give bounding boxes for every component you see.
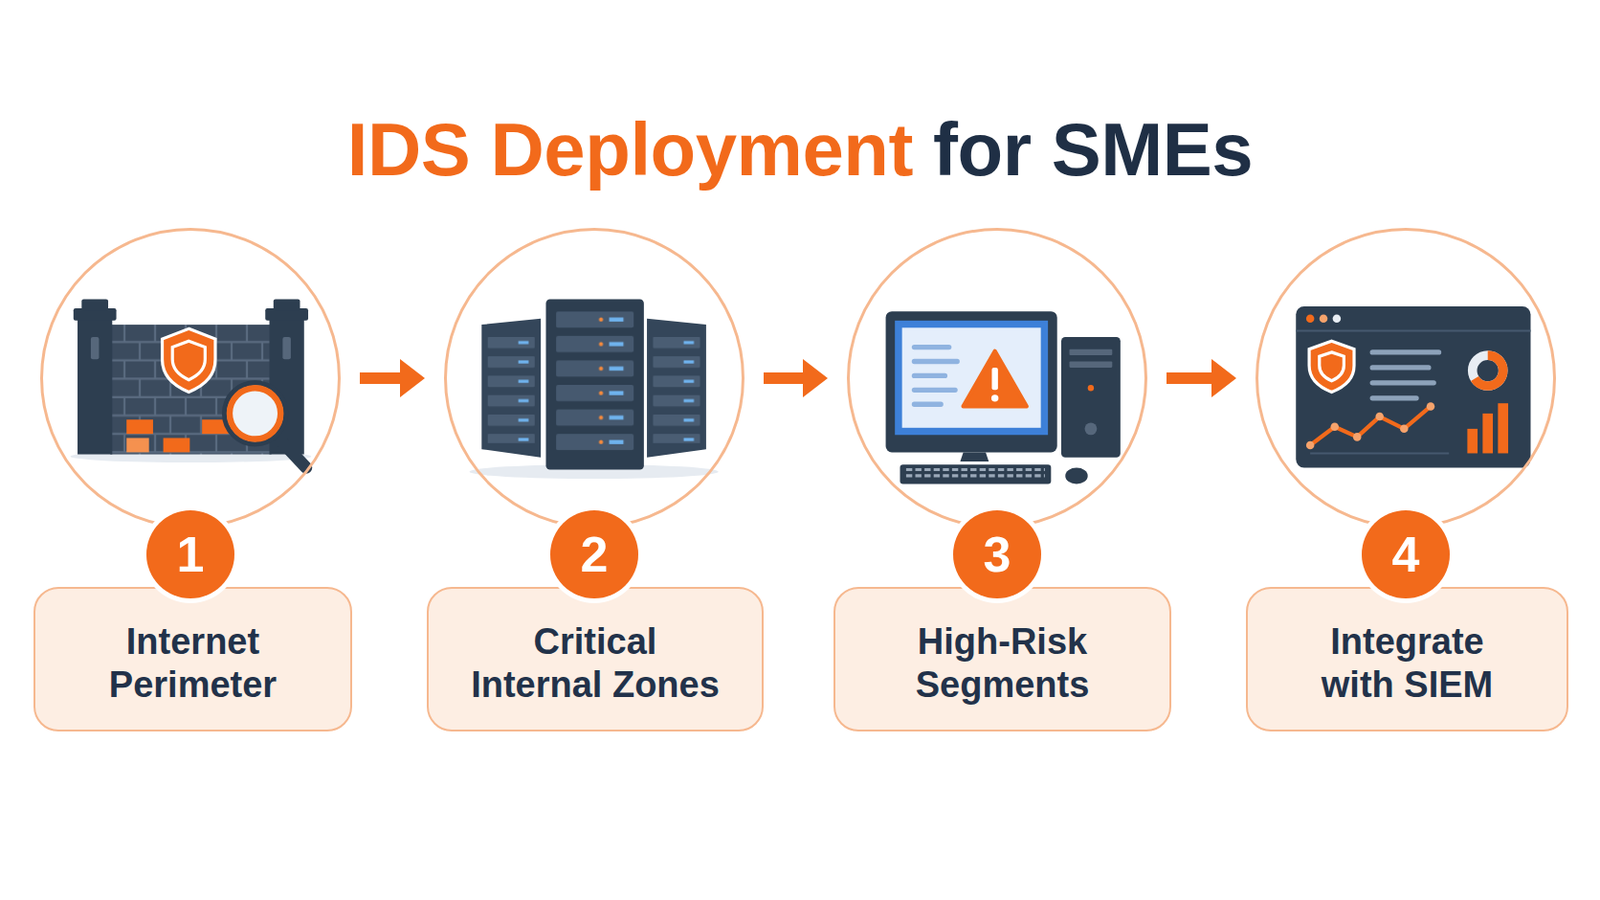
dashboard-icon	[1295, 306, 1531, 467]
text-lines	[913, 347, 957, 405]
orange-brick	[126, 437, 149, 452]
screen	[894, 320, 1048, 435]
arrow-head	[400, 358, 425, 398]
server-rack	[481, 318, 541, 458]
tower-top	[81, 298, 109, 311]
firewall-icon	[70, 298, 312, 467]
window-dot	[1306, 313, 1315, 323]
wall-tower	[77, 318, 112, 455]
monitor-stand	[959, 451, 989, 462]
step-circle: 1	[40, 227, 341, 529]
bar	[1466, 428, 1478, 454]
server-slots	[488, 336, 535, 444]
step-number: 2	[550, 510, 639, 599]
window-divider	[1295, 329, 1531, 332]
step-box: Integrate with SIEM	[1245, 586, 1569, 732]
server-rack	[545, 298, 644, 469]
magnifier-lens	[224, 382, 287, 445]
window-dot	[1319, 313, 1329, 323]
orange-brick	[126, 419, 154, 434]
screen-panel	[902, 327, 1042, 428]
chart-point	[1426, 401, 1436, 411]
computer-icon	[886, 311, 1121, 484]
arrow-shaft	[763, 372, 805, 384]
magnifier-ring	[229, 387, 281, 439]
chart-point	[1330, 422, 1339, 431]
step-circle: 4	[1255, 227, 1556, 529]
drive-slot	[1069, 349, 1113, 356]
step-number: 4	[1361, 510, 1450, 599]
step-box: High-Risk Segments	[833, 586, 1172, 732]
step-circle: 2	[444, 227, 745, 529]
chart-point	[1353, 432, 1362, 442]
shield-inner	[172, 340, 205, 380]
power-led	[1088, 384, 1094, 391]
step-label: Internet Perimeter	[78, 620, 309, 707]
chart-axis	[1310, 451, 1449, 454]
warning-mark	[991, 367, 998, 390]
power-button	[1085, 422, 1098, 435]
tower-window	[282, 336, 291, 359]
step-box: Internet Perimeter	[33, 586, 353, 732]
step-number: 1	[146, 510, 235, 599]
arrow-head	[802, 358, 828, 398]
arrow-head	[1211, 358, 1237, 398]
flow-arrow	[763, 358, 828, 398]
warning-triangle	[963, 351, 1027, 407]
shield-icon	[162, 328, 216, 392]
window-dot	[1333, 313, 1342, 323]
server-rack	[646, 318, 707, 458]
diagram-title: IDS Deployment for SMEs	[347, 107, 1253, 194]
step-label: Integrate with SIEM	[1292, 620, 1523, 707]
flow-arrow	[359, 358, 425, 398]
keyboard	[900, 464, 1052, 484]
server-slots	[555, 311, 634, 450]
monitor	[886, 311, 1058, 452]
server-slots	[652, 336, 700, 444]
warning-dot	[991, 394, 999, 401]
text-lines	[1372, 352, 1439, 399]
step-label: Critical Internal Zones	[466, 620, 724, 707]
bar	[1497, 402, 1509, 453]
step-circle: 3	[846, 227, 1148, 529]
bar	[1482, 413, 1493, 454]
dashboard-window	[1295, 306, 1531, 467]
step-label: High-Risk Segments	[888, 620, 1118, 707]
shield-inner	[1319, 352, 1345, 381]
arrow-shaft	[359, 372, 402, 384]
chart-point	[1400, 424, 1409, 434]
illustration-group	[70, 298, 1532, 484]
keyboard-keys	[906, 469, 1045, 476]
server-icon	[469, 298, 719, 479]
chart-point	[1306, 441, 1315, 450]
shield-icon	[1309, 340, 1355, 392]
line-chart	[1310, 405, 1431, 445]
drive-slot	[1069, 360, 1113, 367]
orange-brick	[163, 437, 191, 452]
step-number: 3	[953, 510, 1042, 599]
arrow-shaft	[1166, 372, 1214, 384]
pc-tower	[1061, 336, 1121, 458]
flow-arrow	[1166, 358, 1237, 398]
donut-value	[1472, 355, 1504, 386]
magnifier-handle	[275, 434, 307, 467]
mouse	[1065, 466, 1088, 484]
step-box: Critical Internal Zones	[426, 586, 764, 732]
tower-window	[90, 336, 100, 359]
donut-track	[1472, 355, 1504, 386]
tower-top	[273, 298, 301, 311]
chart-point	[1375, 412, 1384, 422]
